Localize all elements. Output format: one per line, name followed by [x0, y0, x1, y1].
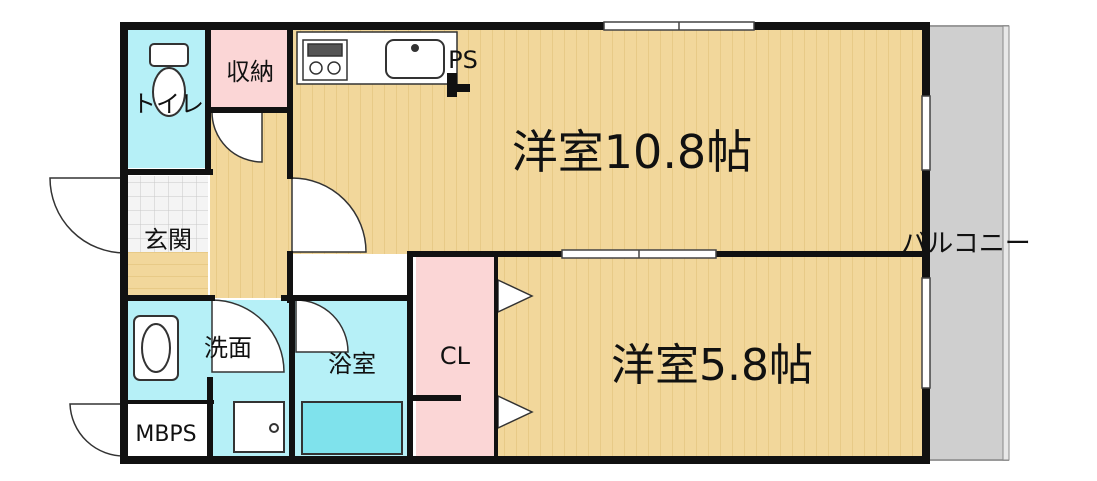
toilet-icon — [149, 43, 189, 117]
room-label-meter-box: MBPS — [135, 422, 196, 447]
storage-floor — [210, 30, 290, 110]
window-icon — [561, 21, 931, 389]
room-label-small: 洋室5.8帖 — [611, 340, 813, 391]
room-label-entrance: 玄関 — [144, 226, 192, 254]
room-label-washroom: 洗面 — [204, 334, 252, 362]
sink-icon — [385, 39, 445, 79]
room-label-bathroom: 浴室 — [328, 350, 376, 378]
door-swing-icon — [291, 177, 367, 253]
meter-box-floor — [128, 402, 208, 458]
washing-machine-pan-icon — [233, 401, 285, 453]
closet-floor — [416, 256, 496, 458]
door-swing-icon — [49, 177, 126, 254]
room-label-pipe-space: PS — [448, 46, 478, 74]
door-swing-icon — [295, 299, 349, 353]
door-swing-icon — [211, 111, 263, 163]
room-label-balcony: バルコニー — [901, 229, 1030, 259]
bathtub-icon — [301, 401, 403, 455]
gas-stove-icon — [302, 39, 348, 81]
entrance-step — [128, 252, 208, 296]
room-label-toilet: トイレ — [132, 90, 204, 118]
room-label-large: 洋室10.8帖 — [512, 125, 752, 179]
door-swing-icon — [69, 403, 126, 457]
wash-basin-icon — [133, 315, 179, 381]
room-label-storage: 収納 — [226, 58, 274, 86]
entrance-tiles — [128, 176, 208, 252]
balcony-area — [927, 25, 1010, 461]
room-label-closet: CL — [440, 342, 471, 370]
door-swing-icon — [211, 299, 285, 373]
room-small-floor — [496, 256, 924, 458]
